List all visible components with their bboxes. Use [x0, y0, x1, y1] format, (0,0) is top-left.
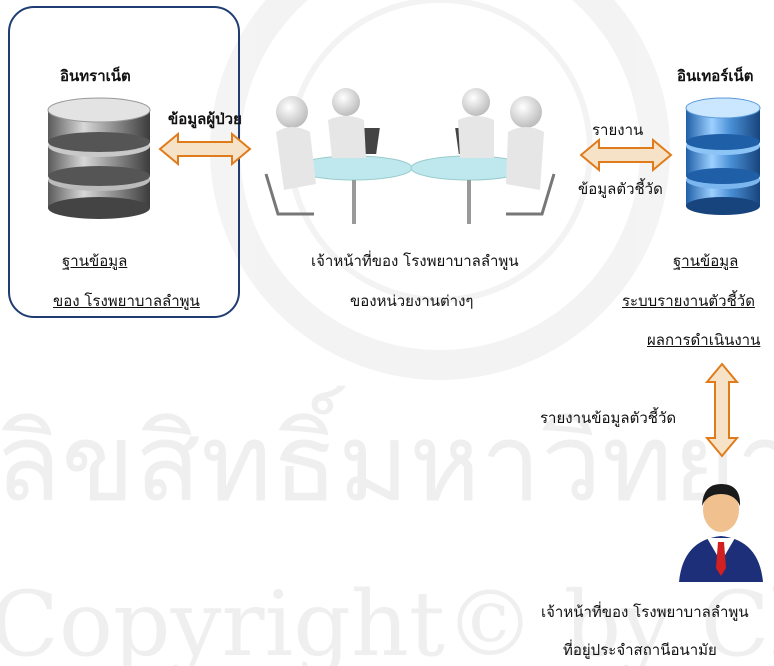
intranet-title: อินทราเน็ต — [60, 67, 131, 85]
patient-data-label: ข้อมูลผู้ป่วย — [168, 110, 242, 128]
hospital-db-sublabel: ของ โรงพยาบาลลำพูน — [53, 292, 200, 310]
indicator-report-label: รายงานข้อมูลตัวชี้วัด — [540, 409, 677, 427]
report-arrow — [579, 137, 673, 173]
station-staff-sublabel: ที่อยู่ประจำสถานีอนามัย — [563, 641, 717, 659]
center-staff-sublabel: ของหน่วยงานต่างๆ — [350, 292, 474, 310]
center-staff-label: เจ้าหน้าที่ของ โรงพยาบาลลำพูน — [311, 252, 519, 270]
hospital-db-label: ฐานข้อมูล — [62, 252, 128, 270]
health-station-staff-icon — [679, 484, 763, 582]
station-staff-label: เจ้าหน้าที่ของ โรงพยาบาลลำพูน — [541, 603, 749, 621]
intranet-box — [8, 6, 240, 318]
indicator-data-label: ข้อมูลตัวชี้วัด — [578, 180, 663, 198]
report-label: รายงาน — [592, 121, 644, 139]
hospital-database-icon — [47, 97, 151, 219]
indicator-db-sublabel-2: ผลการดำเนินงาน — [647, 331, 761, 349]
indicator-report-vertical-arrow — [704, 362, 740, 458]
internet-title: อินเทอร์เน็ต — [677, 67, 754, 85]
indicator-db-label: ฐานข้อมูล — [673, 252, 739, 270]
indicator-db-sublabel-1: ระบบรายงานตัวชี้วัด — [622, 292, 755, 310]
patient-data-arrow — [158, 131, 252, 167]
indicator-database-icon — [685, 97, 761, 215]
staff-meeting-illustration — [264, 88, 556, 224]
